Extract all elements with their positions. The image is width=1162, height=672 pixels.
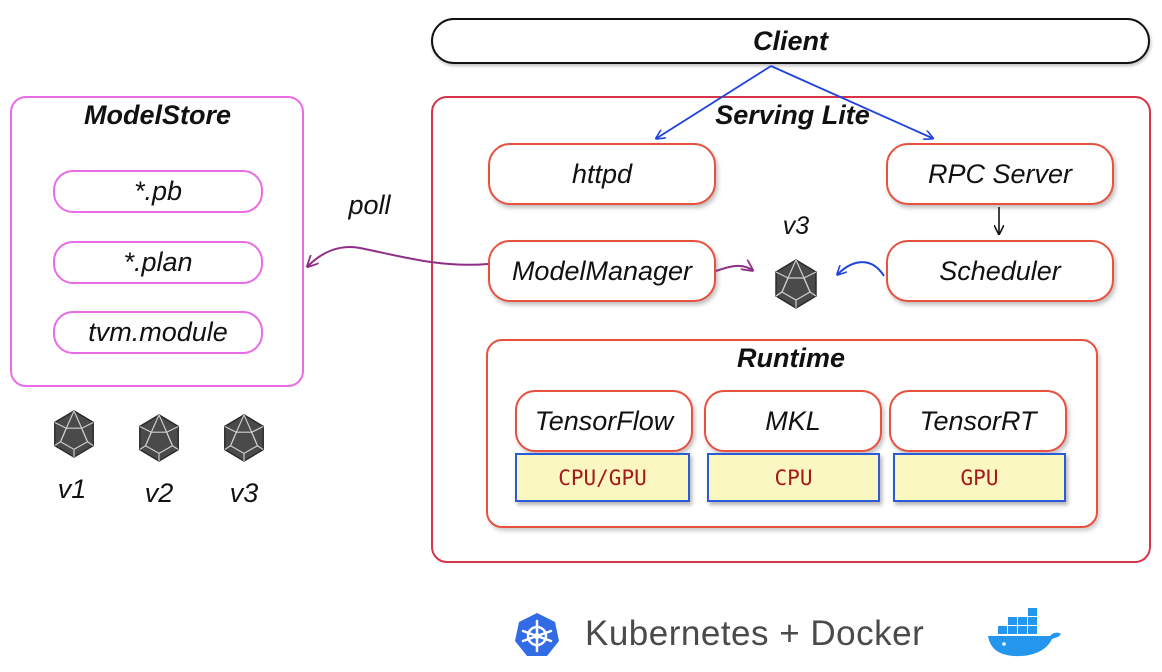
scheduler-label: Scheduler: [939, 255, 1061, 286]
scheduler-box: Scheduler: [886, 240, 1114, 302]
engine-tensorflow: TensorFlow: [515, 390, 693, 452]
hardware-label: GPU: [960, 465, 999, 490]
hardware-tag-gpu: GPU: [893, 453, 1066, 502]
active-model-icon: [775, 259, 817, 309]
docker-icon: [988, 608, 1061, 657]
rpc-server-label: RPC Server: [927, 158, 1073, 189]
model-format-pb: *.pb: [53, 170, 263, 213]
rpc-server-box: RPC Server: [886, 143, 1114, 205]
client-label: Client: [752, 25, 828, 56]
poll-label: poll: [348, 190, 391, 220]
hardware-label: CPU/GPU: [558, 465, 647, 490]
httpd-label: httpd: [571, 158, 633, 189]
engine-label: MKL: [765, 405, 821, 436]
footer-label: Kubernetes + Docker: [585, 614, 925, 653]
scheduler-to-model-arrow: [838, 261, 885, 276]
model-icon-v3: [224, 414, 264, 462]
engine-label: TensorRT: [919, 405, 1037, 436]
engine-label: TensorFlow: [534, 405, 674, 436]
hardware-tag-cpu: CPU: [707, 453, 880, 502]
model-version-v1: v1: [57, 474, 87, 504]
model-version-v2: v2: [144, 478, 174, 508]
model-version-v3: v3: [229, 478, 259, 508]
poll-arrow: [308, 246, 489, 266]
runtime-title: Runtime: [737, 343, 845, 373]
model-format-label: tvm.module: [88, 317, 228, 347]
hardware-tag-cpu-gpu: CPU/GPU: [515, 453, 690, 502]
client-to-rpc-arrow: [770, 65, 932, 138]
model-format-label: *.plan: [123, 247, 193, 277]
httpd-box: httpd: [488, 143, 716, 205]
model-format-plan: *.plan: [53, 241, 263, 284]
model-manager-box: ModelManager: [488, 240, 716, 302]
client-to-httpd-arrow: [657, 65, 772, 138]
engine-tensorrt: TensorRT: [889, 390, 1067, 452]
engine-mkl: MKL: [704, 390, 882, 452]
model-icon-v2: [139, 414, 179, 462]
model-format-tvm: tvm.module: [53, 311, 263, 354]
manager-to-model-arrow: [715, 266, 752, 271]
client-box: Client: [431, 18, 1150, 64]
model-icon-v1: [54, 410, 94, 458]
serving-lite-title: Serving Lite: [715, 100, 870, 130]
model-format-label: *.pb: [133, 176, 183, 206]
model-store-title: ModelStore: [83, 100, 231, 130]
model-manager-label: ModelManager: [511, 255, 693, 286]
kubernetes-icon: [515, 613, 559, 656]
active-model-version: v3: [782, 212, 810, 240]
hardware-label: CPU: [774, 465, 813, 490]
